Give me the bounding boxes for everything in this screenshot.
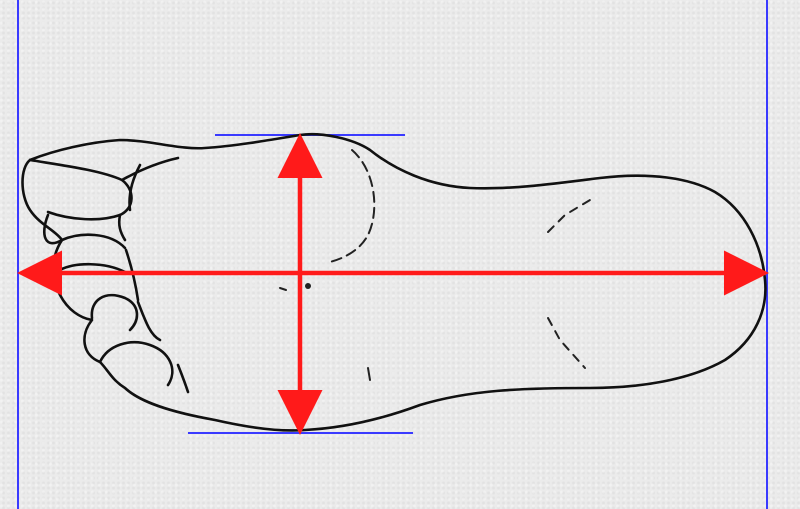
foot-outline xyxy=(21,133,767,432)
